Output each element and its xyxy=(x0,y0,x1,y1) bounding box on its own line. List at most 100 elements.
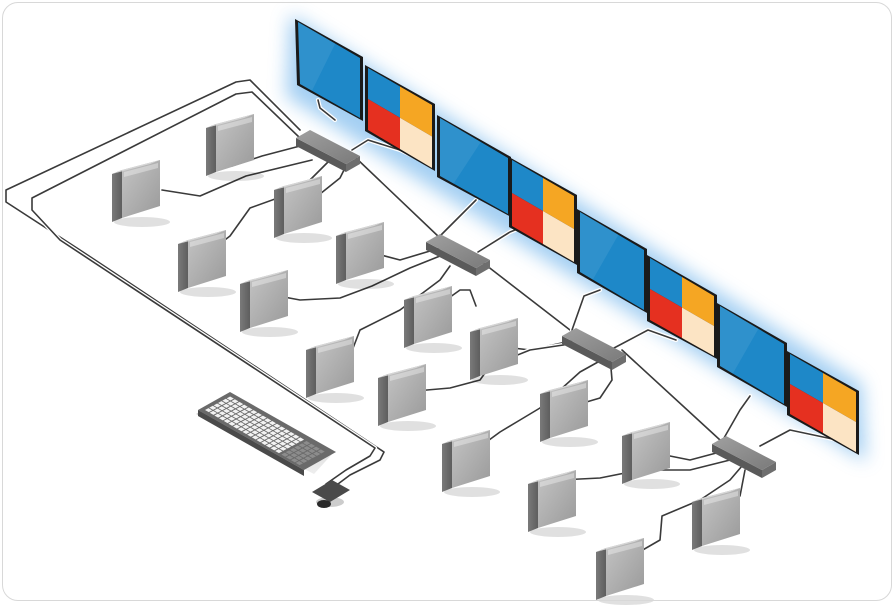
quad-tile xyxy=(790,354,823,403)
key xyxy=(279,446,287,451)
key xyxy=(274,433,282,438)
key xyxy=(269,431,277,436)
numpad-key xyxy=(308,454,317,459)
switch-front xyxy=(296,138,346,172)
computer-side xyxy=(112,170,122,222)
quad-tile xyxy=(823,403,856,452)
key xyxy=(250,415,258,420)
computer-top xyxy=(274,176,322,190)
computer-front xyxy=(316,336,354,394)
switch-side xyxy=(612,354,626,370)
key xyxy=(261,440,269,445)
key xyxy=(233,424,241,429)
computer-highlight xyxy=(252,273,286,287)
numpad-key xyxy=(286,455,294,460)
numpad-key xyxy=(317,449,325,454)
computer-shadow xyxy=(242,327,298,337)
screen-sheen xyxy=(298,22,336,91)
screen-sheen xyxy=(580,212,619,280)
quad-tile xyxy=(650,258,682,308)
computer-13 xyxy=(622,422,680,489)
quad-tile xyxy=(682,307,714,356)
computer-shadow xyxy=(308,393,364,403)
numpad-key xyxy=(303,446,311,451)
computer-2 xyxy=(112,160,170,227)
key xyxy=(241,409,249,414)
key xyxy=(228,416,236,421)
switch-front xyxy=(712,444,762,478)
key xyxy=(283,439,291,444)
monitor-wall xyxy=(295,19,859,455)
computer-top xyxy=(336,222,384,236)
mouse-body xyxy=(317,500,331,508)
key xyxy=(209,405,217,410)
computer-front xyxy=(122,160,160,218)
key xyxy=(270,446,278,451)
key xyxy=(247,432,255,437)
computer-highlight xyxy=(482,321,516,335)
key xyxy=(264,428,273,433)
key xyxy=(265,443,274,448)
computer-highlight xyxy=(704,491,738,505)
key xyxy=(240,404,248,409)
computer-front xyxy=(250,270,288,328)
computer-side xyxy=(540,390,550,442)
computer-top xyxy=(596,538,644,552)
computer-shadow xyxy=(276,233,332,243)
key xyxy=(251,435,260,440)
monitor-6 xyxy=(647,255,717,359)
key xyxy=(292,439,300,444)
key xyxy=(241,414,249,419)
computer-shadow xyxy=(180,287,236,297)
computer-shadow xyxy=(380,421,436,431)
numpad-key xyxy=(307,443,316,448)
monitor-3 xyxy=(437,115,511,217)
quad-tile xyxy=(368,99,400,149)
key xyxy=(219,416,227,421)
quad-tile xyxy=(512,193,543,244)
computer-highlight xyxy=(454,433,488,447)
numpad-key xyxy=(289,447,298,453)
computer-14 xyxy=(528,470,586,537)
monitor-7 xyxy=(717,303,787,407)
key xyxy=(237,427,245,432)
key xyxy=(218,401,226,406)
key xyxy=(268,421,276,426)
key xyxy=(250,420,258,425)
computer-top xyxy=(178,230,226,244)
quad-tile xyxy=(368,68,400,118)
kvm-switch-2 xyxy=(426,234,490,276)
key xyxy=(282,429,291,434)
computer-highlight xyxy=(286,179,320,193)
computer-highlight xyxy=(190,233,224,247)
key xyxy=(251,430,259,435)
key xyxy=(283,444,292,449)
computer-highlight xyxy=(124,163,158,177)
computer-front xyxy=(702,488,740,546)
computer-top xyxy=(540,380,588,394)
computer-shadow xyxy=(338,279,394,289)
numpad-key xyxy=(290,453,298,458)
computer-layer xyxy=(112,114,750,605)
cable-3 xyxy=(355,157,441,239)
switch-side xyxy=(346,156,360,172)
switch-front xyxy=(562,336,612,370)
numpad-key xyxy=(290,458,299,463)
key xyxy=(273,423,281,428)
numpad-key xyxy=(299,448,307,453)
computer-9 xyxy=(470,318,528,385)
key xyxy=(256,438,264,443)
key xyxy=(296,437,305,442)
computer-side xyxy=(206,124,216,176)
computer-front xyxy=(632,422,670,480)
key xyxy=(209,410,217,415)
computer-highlight xyxy=(416,289,450,303)
key xyxy=(287,431,295,437)
computer-8 xyxy=(306,336,364,403)
key xyxy=(279,441,287,446)
numpad-key xyxy=(281,452,289,457)
switch-side xyxy=(476,260,490,276)
key xyxy=(241,419,249,424)
computer-15 xyxy=(692,488,750,555)
computer-top xyxy=(306,336,354,350)
